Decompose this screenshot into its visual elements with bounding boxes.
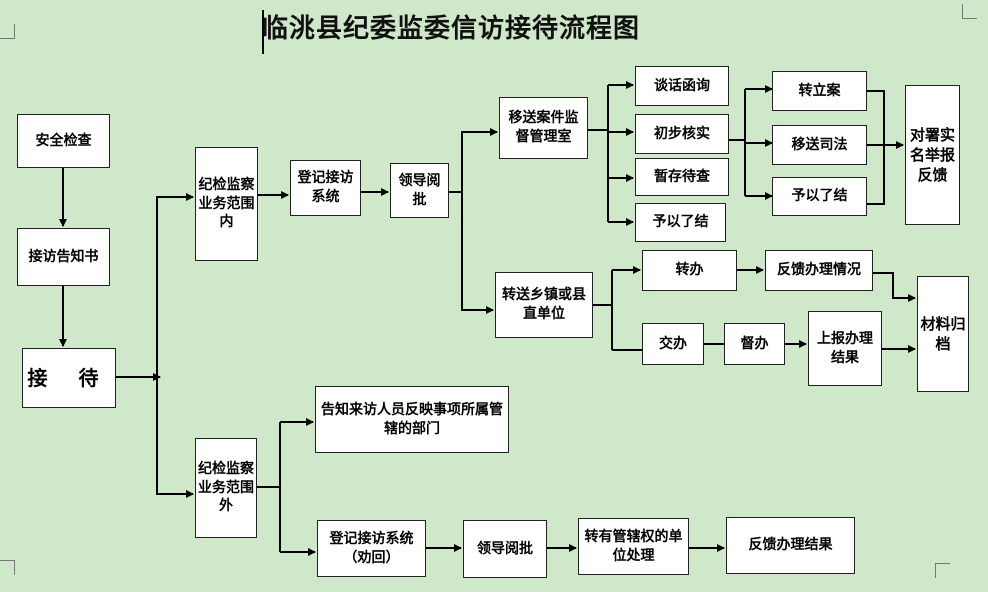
node-notice-book: 接访告知书: [17, 228, 110, 286]
node-in-scope: 纪检监察业务范围内: [195, 147, 258, 261]
node-supervise: 督办: [724, 323, 785, 365]
arrow-to-case-room: [461, 128, 498, 192]
node-initial-verify: 初步核实: [635, 114, 729, 154]
page-title: 临洮县纪委监委信访接待流程图: [262, 14, 641, 44]
node-feedback-status: 反馈办理情况: [765, 250, 873, 291]
corner-mark-tr: [962, 4, 977, 19]
corner-mark-br: [935, 563, 950, 578]
node-transfer-town: 转送乡镇或县直单位: [495, 272, 593, 338]
node-register: 登记接访系统: [290, 160, 361, 216]
node-transfer-case-room: 移送案件监督管理室: [499, 97, 588, 159]
node-inform-dept: 告知来访人员反映事项所属管辖的部门: [315, 386, 509, 453]
node-reception: 接 待: [22, 348, 116, 408]
node-assign-do: 交办: [642, 323, 704, 365]
node-register-persuade: 登记接访系统（劝回）: [317, 520, 426, 577]
node-leader-review: 领导阅批: [390, 163, 449, 218]
node-close-a: 予以了结: [635, 203, 726, 242]
arrow-feedback-to-archive: [873, 272, 916, 302]
title-cursor-bar: [262, 10, 264, 54]
node-real-name-feedback: 对署实名举报反馈: [905, 85, 960, 225]
node-leader-review-2: 领导阅批: [463, 520, 547, 578]
node-file-case: 转立案: [772, 71, 867, 111]
node-transfer-do: 转办: [642, 250, 737, 291]
arrow-to-town: [461, 192, 494, 314]
node-transfer-judicial: 移送司法: [772, 125, 867, 165]
arrow-to-out-scope: [156, 377, 194, 498]
node-talk-inquiry: 谈话函询: [635, 66, 729, 106]
node-archive: 材料归档: [917, 276, 969, 392]
node-out-scope: 纪检监察业务范围外: [195, 438, 257, 538]
node-temp-store: 暂存待查: [635, 158, 729, 196]
arrow-to-in-scope: [156, 193, 194, 377]
node-safety-check: 安全检查: [17, 114, 110, 168]
corner-mark-bl: [0, 560, 15, 575]
node-close-b: 予以了结: [772, 177, 867, 216]
node-feedback-result: 反馈办理结果: [726, 517, 855, 574]
corner-mark-tl: [0, 24, 15, 39]
node-transfer-jurisdiction: 转有管辖权的单位处理: [578, 518, 689, 575]
node-report-result: 上报办理结果: [808, 311, 882, 386]
